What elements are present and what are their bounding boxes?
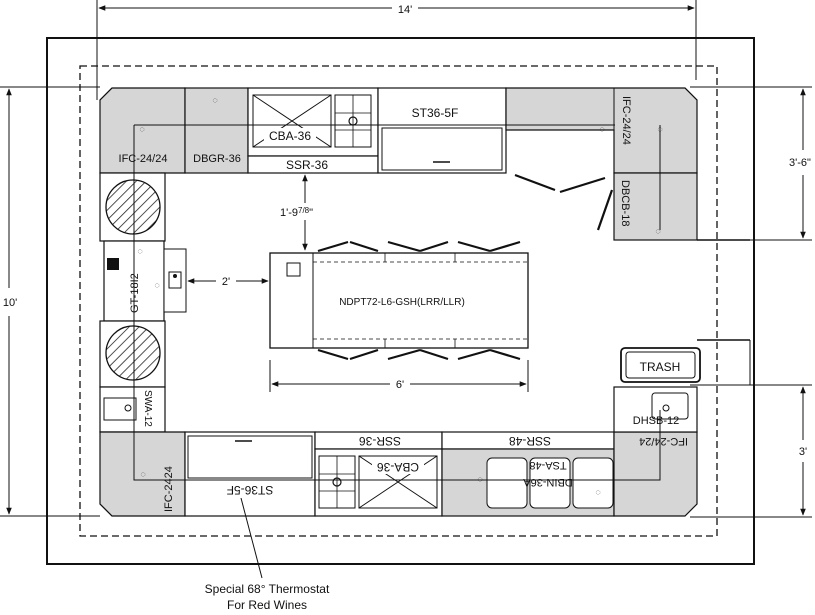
- dim-island-length-label: 6': [396, 379, 404, 391]
- st-bottom-label: ST36-5F: [227, 483, 274, 497]
- svg-text:◌: ◌: [655, 226, 660, 236]
- ifc-top-left-label: IFC-24/24: [119, 153, 168, 165]
- ssr-bottom-label: SSR-36: [359, 434, 401, 448]
- ifc-bottom-left-unit: [99, 431, 186, 517]
- cba-top-label: CBA-36: [269, 129, 311, 143]
- bottom-counter-run: IFC-2424 ◌ ST36-5F SSR-36 CBA-36 SSR-48 …: [99, 431, 698, 517]
- dim-right-lower-label: 3': [799, 446, 807, 458]
- trash-unit: [620, 347, 701, 383]
- dimension-left-height: 10': [0, 86, 100, 517]
- outer-walls: [46, 37, 755, 565]
- ssr-48-label: SSR-48: [509, 434, 551, 448]
- dimension-left-gap: 2': [187, 273, 269, 288]
- tsa-label: TSA-48: [529, 459, 566, 471]
- dbcb-unit: [613, 172, 698, 241]
- dimension-island-length: 6': [269, 360, 529, 392]
- svg-text:◌: ◌: [154, 280, 159, 290]
- dimension-right-upper: 3'-6": [690, 86, 812, 241]
- dbgr-label: DBGR-36: [193, 153, 241, 165]
- left-counter-run: GT-18I2 ◌ ◌ SWA-12: [99, 172, 187, 433]
- annotation-line-2: For Red Wines: [227, 598, 307, 612]
- burner-top-left: [105, 179, 161, 235]
- dim-left-height-label: 10': [3, 297, 17, 309]
- dimension-right-lower: 3': [690, 384, 812, 518]
- dimension-island-gap: 1'-97/8": [278, 203, 340, 220]
- annotation-line-1: Special 68° Thermostat: [205, 582, 330, 596]
- dim-left-gap-label: 2': [222, 276, 230, 288]
- utility-lines: [133, 124, 661, 481]
- dbgr-unit: [184, 87, 249, 174]
- ssr-top-label: SSR-36: [286, 158, 328, 172]
- burner-bottom-left: [105, 325, 161, 381]
- svg-text:◌: ◌: [137, 246, 142, 256]
- island-label: NDPT72-L6-GSH(LRR/LLR): [339, 297, 465, 308]
- svg-text:◌: ◌: [140, 469, 145, 479]
- dim-right-upper-label: 3'-6": [789, 157, 811, 169]
- right-wall-notch: [697, 239, 751, 385]
- svg-text:◌: ◌: [212, 95, 217, 105]
- dimension-top-width: 14': [96, 0, 697, 100]
- svg-text:◌: ◌: [599, 124, 604, 134]
- center-island: NDPT72-L6-GSH(LRR/LLR): [269, 240, 529, 361]
- gt-label: GT-18I2: [129, 273, 141, 313]
- svg-text:◌: ◌: [595, 487, 600, 497]
- svg-text:◌: ◌: [139, 124, 144, 134]
- right-lower-units: DHSB-12 TRASH: [613, 347, 701, 433]
- ifc-top-right-label: IFC-24/24: [620, 96, 632, 145]
- dbin-label: DBIN-36A: [523, 476, 573, 488]
- dim-island-gap-label: 1'-97/8": [280, 206, 313, 219]
- svg-text:◌: ◌: [477, 474, 482, 484]
- dbcb-label: DBCB-18: [619, 180, 631, 226]
- thermostat-annotation: Special 68° Thermostat For Red Wines: [205, 497, 330, 612]
- dim-top-width-label: 14': [398, 4, 412, 16]
- ifc-bottom-right-label: IFC-24/24: [639, 435, 688, 447]
- swa-label: SWA-12: [142, 390, 153, 427]
- trash-label: TRASH: [640, 360, 681, 374]
- dhsb-label: DHSB-12: [633, 415, 679, 427]
- top-counter-run: IFC-24/24 DBGR-36 CBA-36 SSR-36 ST36-5F …: [99, 87, 698, 241]
- ifc-bottom-left-label: IFC-2424: [163, 466, 175, 512]
- cba-bottom-label: CBA-36: [377, 460, 419, 474]
- st-top-label: ST36-5F: [412, 106, 459, 120]
